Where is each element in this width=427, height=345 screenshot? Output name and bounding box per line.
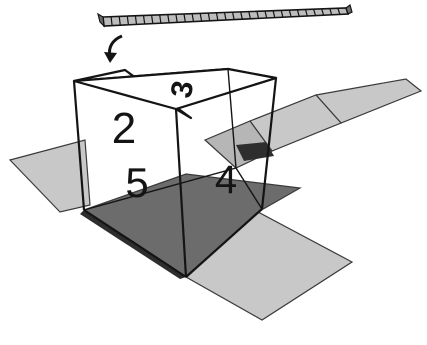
ruler-tick: [151, 15, 154, 24]
fold-arrow-icon: [104, 34, 123, 63]
ruler-tick: [288, 9, 292, 17]
ruler-tick: [272, 10, 276, 18]
hinge-band-right: [236, 142, 274, 161]
ruler-tick: [280, 10, 284, 18]
ruler-tick: [337, 8, 341, 15]
face-number-front: 2: [112, 104, 136, 153]
ruler-tick: [207, 12, 211, 21]
ruler-tick: [183, 13, 186, 23]
ruler-tick: [321, 8, 325, 16]
ruler-tick: [126, 16, 129, 25]
ruler-tick: [256, 11, 260, 19]
ruler-tick: [329, 8, 333, 15]
ruler-strip: [97, 3, 353, 28]
ruler-tick: [110, 16, 113, 26]
ruler-tick: [167, 14, 170, 23]
hinge-band-front: [80, 210, 186, 279]
net-square-left: [8, 139, 91, 213]
ruler-tick: [313, 9, 317, 16]
ruler-tick: [191, 13, 195, 22]
hinge-bands: [80, 142, 274, 279]
ruler-ticks: [110, 8, 341, 26]
face-number-right: 4: [215, 158, 237, 202]
ruler-tick: [264, 10, 268, 19]
ruler-tick: [142, 15, 146, 25]
ruler-tick: [159, 14, 162, 24]
ruler-tick: [175, 14, 178, 23]
ruler-tick: [232, 12, 235, 20]
ruler-tick: [240, 11, 243, 20]
ruler-tick: [215, 12, 219, 21]
ruler-tick: [304, 9, 308, 17]
cube: [72, 67, 278, 278]
face-number-left: 5: [125, 159, 148, 206]
ruler-tick: [223, 12, 227, 21]
ruler-tick: [296, 9, 300, 17]
ruler-tick: [118, 16, 121, 26]
ruler-tick: [134, 15, 138, 25]
ruler-tick: [199, 13, 203, 22]
face-number-top: 3: [165, 78, 200, 100]
ruler-tick: [248, 11, 251, 19]
